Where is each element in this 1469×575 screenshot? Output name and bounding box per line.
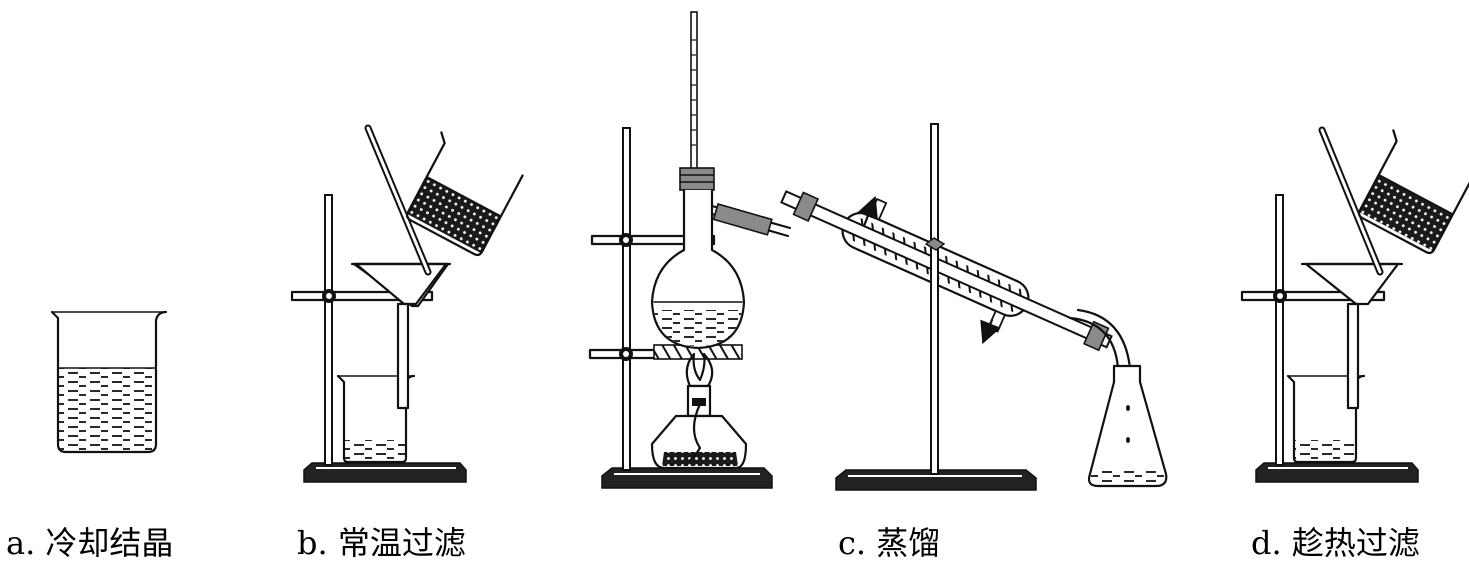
beaker-a-liquid [58, 368, 156, 450]
water-out-arrow [857, 195, 878, 228]
flask-stopper [679, 167, 715, 191]
stand-rod-b [324, 194, 333, 466]
rubber-tube-connector [712, 203, 773, 236]
receiving-flask [1087, 364, 1168, 488]
apparatus-d-hot-filtration [1240, 126, 1469, 483]
caption-a: a. 冷却结晶 [6, 524, 174, 562]
caption-b: b. 常温过滤 [297, 524, 466, 562]
burner-flame [685, 352, 714, 388]
stand-rod-c-left [622, 127, 631, 471]
condenser-inner-tube [780, 190, 1113, 349]
apparatus-a-beaker [50, 310, 168, 454]
water-in-arrow [980, 318, 1001, 345]
apparatus-b-filtration [290, 124, 524, 483]
stand-rod-c-right [930, 123, 939, 475]
caption-d: d. 趁热过滤 [1251, 524, 1420, 562]
stand-rod-d [1275, 194, 1284, 466]
caption-c: c. 蒸馏 [838, 524, 941, 562]
apparatus-c-distillation [588, 11, 1168, 491]
